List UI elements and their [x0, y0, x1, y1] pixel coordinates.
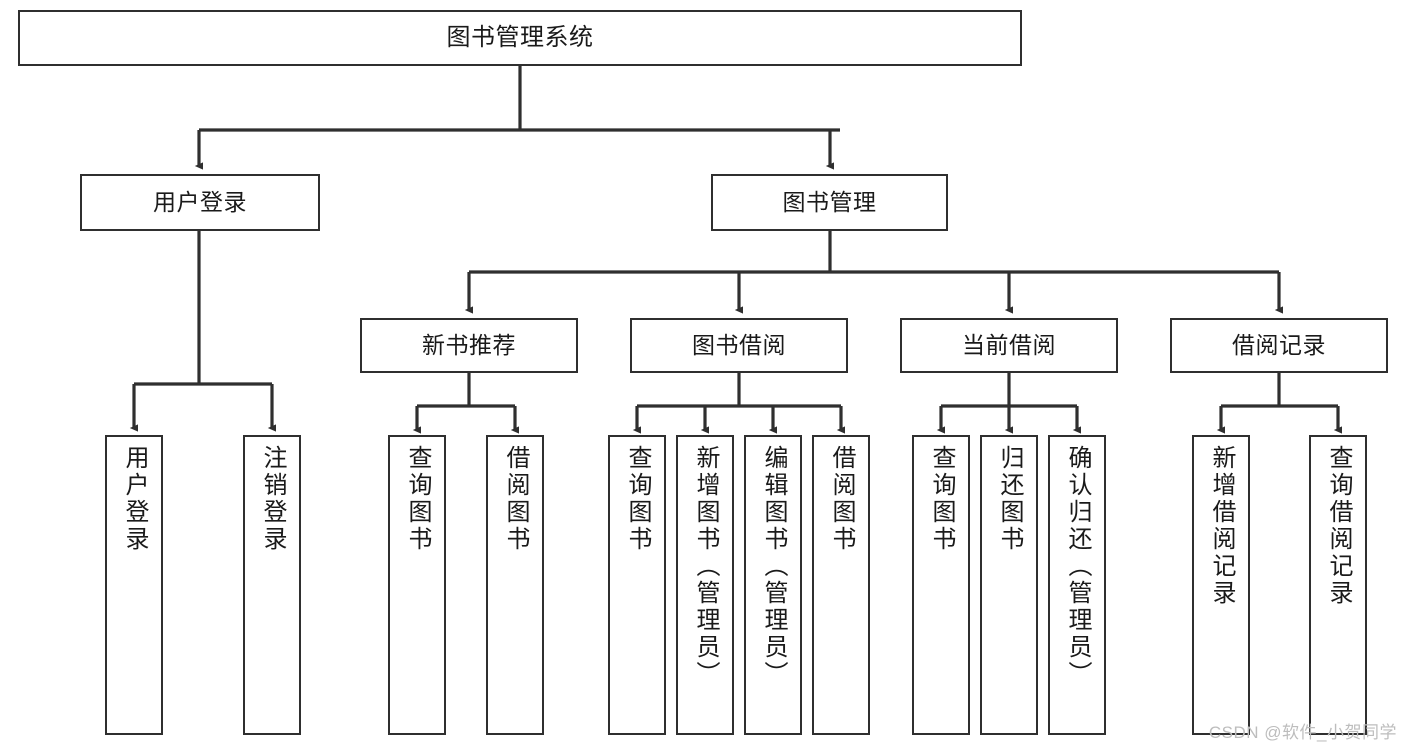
csdn-watermark: CSDN @软件_小贺同学 — [1208, 723, 1397, 742]
node-leaf-query-book-1-label: 查询图书 — [404, 445, 431, 553]
node-book-borrow-label: 图书借阅 — [692, 331, 786, 358]
node-leaf-add-book[interactable]: 新增图书（管理员） — [676, 435, 734, 735]
node-new-book-rec-label: 新书推荐 — [422, 331, 516, 358]
node-leaf-query-record-label: 查询借阅记录 — [1325, 445, 1352, 607]
node-root-label: 图书管理系统 — [446, 23, 594, 51]
node-book-borrow[interactable]: 图书借阅 — [630, 318, 848, 373]
node-current-borrow-label: 当前借阅 — [962, 331, 1056, 358]
node-leaf-borrow-book-2-label: 借阅图书 — [828, 445, 855, 553]
node-leaf-edit-book[interactable]: 编辑图书（管理员） — [744, 435, 802, 735]
node-leaf-query-book-3[interactable]: 查询图书 — [912, 435, 970, 735]
node-root[interactable]: 图书管理系统 — [18, 10, 1022, 66]
node-leaf-add-record[interactable]: 新增借阅记录 — [1192, 435, 1250, 735]
node-leaf-query-book-2[interactable]: 查询图书 — [608, 435, 666, 735]
node-user-login-label: 用户登录 — [153, 188, 247, 215]
node-leaf-user-login[interactable]: 用户登录 — [105, 435, 163, 735]
node-leaf-edit-book-label: 编辑图书（管理员） — [760, 445, 787, 688]
node-leaf-logout[interactable]: 注销登录 — [243, 435, 301, 735]
node-leaf-query-book-1[interactable]: 查询图书 — [388, 435, 446, 735]
node-leaf-query-record[interactable]: 查询借阅记录 — [1309, 435, 1367, 735]
node-leaf-logout-label: 注销登录 — [259, 445, 286, 553]
node-leaf-borrow-book-1[interactable]: 借阅图书 — [486, 435, 544, 735]
node-leaf-query-book-2-label: 查询图书 — [624, 445, 651, 553]
node-book-manage-label: 图书管理 — [782, 188, 877, 215]
node-leaf-confirm-return-label: 确认归还（管理员） — [1064, 445, 1091, 688]
node-leaf-borrow-book-2[interactable]: 借阅图书 — [812, 435, 870, 735]
node-leaf-confirm-return[interactable]: 确认归还（管理员） — [1048, 435, 1106, 735]
node-leaf-return-book[interactable]: 归还图书 — [980, 435, 1038, 735]
node-leaf-query-book-3-label: 查询图书 — [928, 445, 955, 553]
node-user-login[interactable]: 用户登录 — [80, 174, 320, 231]
node-leaf-add-book-label: 新增图书（管理员） — [692, 445, 719, 688]
node-book-manage[interactable]: 图书管理 — [711, 174, 948, 231]
node-current-borrow[interactable]: 当前借阅 — [900, 318, 1118, 373]
node-leaf-return-book-label: 归还图书 — [996, 445, 1023, 553]
node-leaf-borrow-book-1-label: 借阅图书 — [502, 445, 529, 553]
node-leaf-add-record-label: 新增借阅记录 — [1208, 445, 1235, 607]
node-borrow-record-label: 借阅记录 — [1232, 331, 1326, 358]
node-borrow-record[interactable]: 借阅记录 — [1170, 318, 1388, 373]
node-new-book-rec[interactable]: 新书推荐 — [360, 318, 578, 373]
node-leaf-user-login-label: 用户登录 — [121, 445, 148, 553]
